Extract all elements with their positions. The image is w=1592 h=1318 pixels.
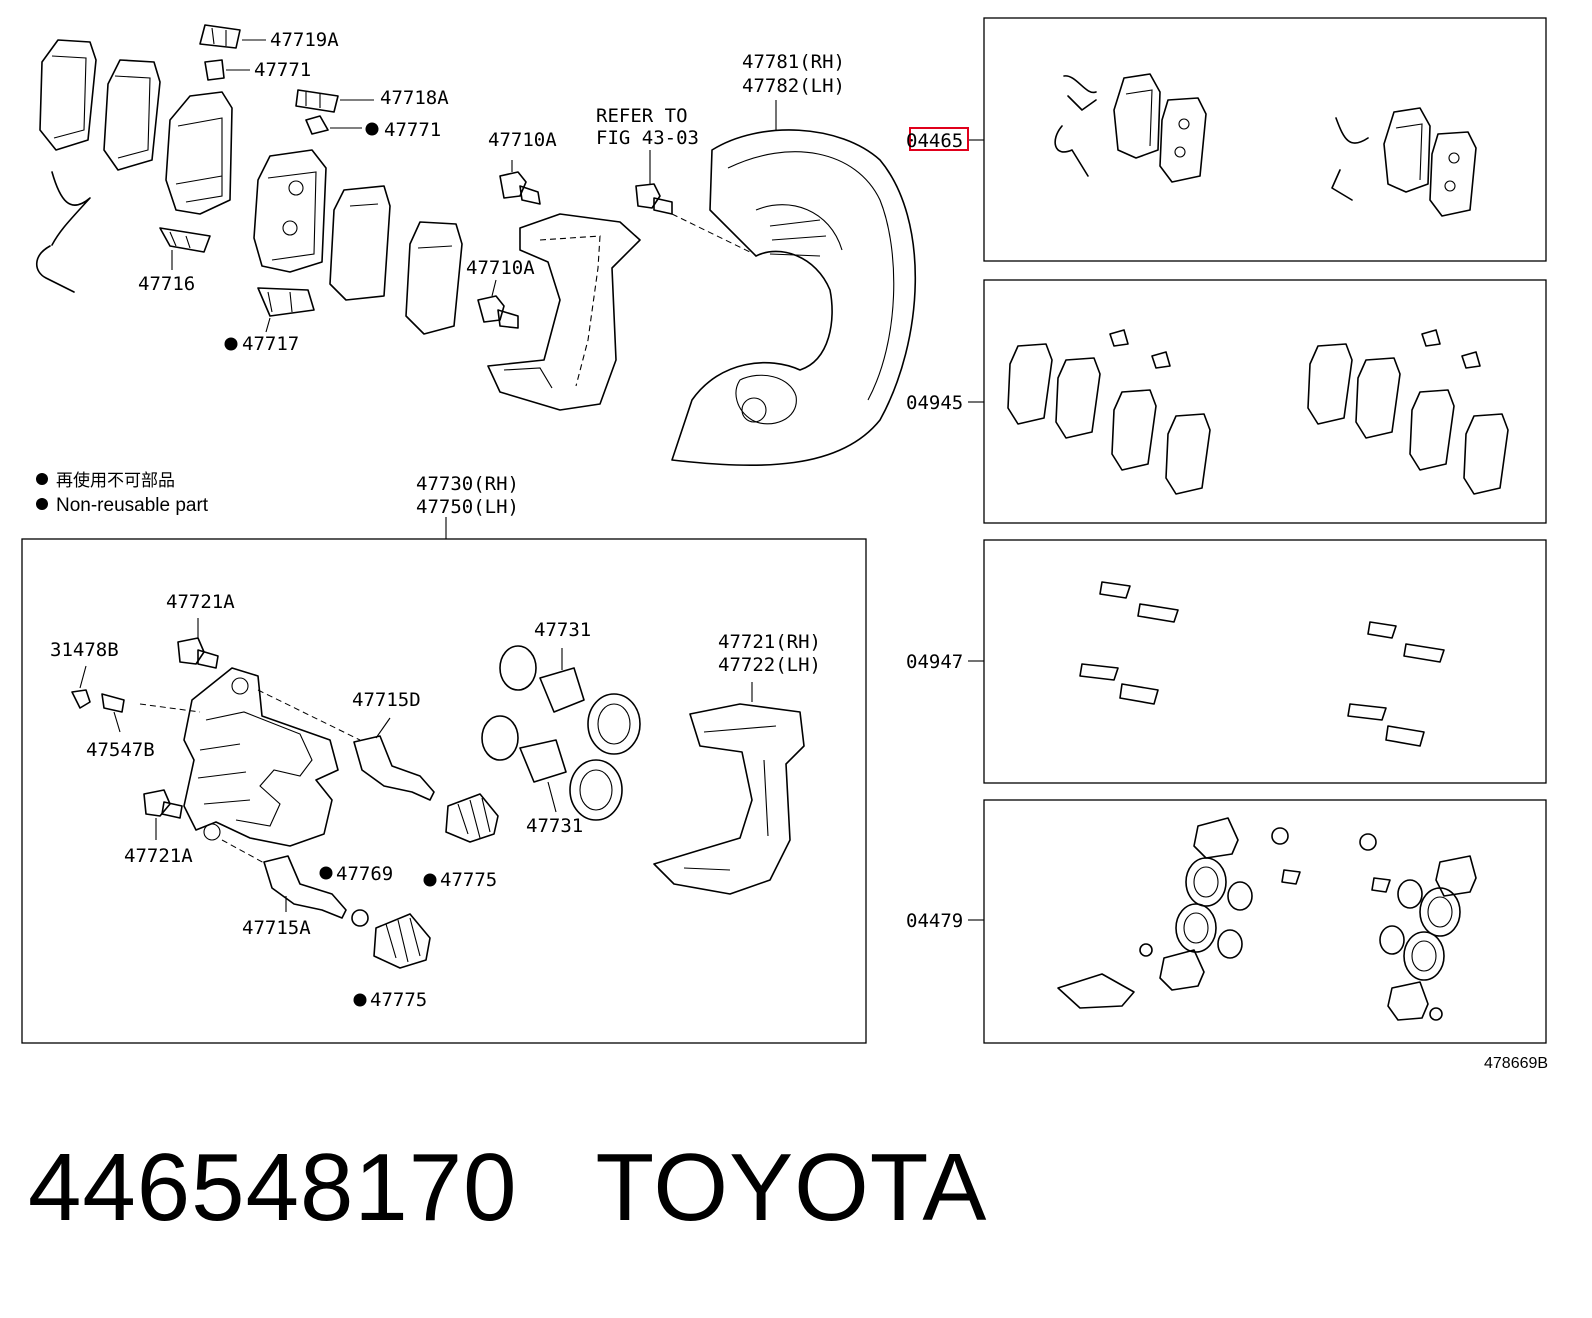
kit-box-04947 (983, 539, 1547, 784)
part-label-47771: 47771 (384, 119, 441, 141)
part-label-47721A: 47721A (124, 845, 193, 867)
non-reusable-dot (224, 337, 238, 351)
legend (36, 473, 48, 510)
caliper-assembly-group (71, 618, 805, 1007)
part-label-47769: 47769 (336, 863, 393, 885)
kit-04947-parts (1079, 581, 1445, 747)
part-label-47781: 47781(RH) (742, 51, 845, 73)
part-label-47722: 47722(LH) (718, 654, 821, 676)
dust-shield-group (671, 100, 917, 467)
part-label-47782: 47782(LH) (742, 75, 845, 97)
part-label-47731: 47731 (526, 815, 583, 837)
part-number: 446548170 (28, 1134, 518, 1241)
refer-line-2: FIG 43-03 (596, 127, 699, 149)
non-reusable-dot (365, 122, 379, 136)
part-label-47716: 47716 (138, 273, 195, 295)
kit-label-04947: 04947 (906, 651, 963, 673)
figure-id: 478669B (1484, 1055, 1548, 1072)
kit-04945-parts (1007, 329, 1509, 495)
kit-label-04465: 04465 (906, 130, 963, 152)
part-label-47710A: 47710A (488, 129, 557, 151)
part-label-47775: 47775 (370, 989, 427, 1011)
kit-04465-parts (1054, 73, 1477, 217)
part-label-47731: 47731 (534, 619, 591, 641)
kit-label-04479: 04479 (906, 910, 963, 932)
kit-box-04945 (983, 279, 1547, 524)
part-label-47715A: 47715A (242, 917, 311, 939)
part-label-47775: 47775 (440, 869, 497, 891)
part-label-47771: 47771 (254, 59, 311, 81)
part-label-47721A: 47721A (166, 591, 235, 613)
refer-line-1: REFER TO (596, 105, 688, 127)
caliper-assembly-box (21, 538, 867, 1044)
part-label-31478B: 31478B (50, 639, 119, 661)
brand-name: TOYOTA (595, 1134, 988, 1241)
part-label-47721: 47721(RH) (718, 631, 821, 653)
kit-04479-parts (1057, 817, 1477, 1021)
part-label-47717: 47717 (242, 333, 299, 355)
part-label-47719A: 47719A (270, 29, 339, 51)
part-label-47718A: 47718A (380, 87, 449, 109)
kit-box-04465 (983, 17, 1547, 262)
pad-shims-group (35, 24, 463, 335)
legend-jp: 再使用不可部品 (56, 470, 175, 491)
part-label-47710A: 47710A (466, 257, 535, 279)
part-label-47715D: 47715D (352, 689, 421, 711)
selected-part-highlight (909, 127, 969, 151)
caliper-bracket-group (477, 150, 751, 411)
part-label-47750: 47750(LH) (416, 496, 519, 518)
part-label-47547B: 47547B (86, 739, 155, 761)
kit-box-04479 (983, 799, 1547, 1044)
legend-en: Non-reusable part (56, 495, 209, 516)
kit-label-04945: 04945 (906, 392, 963, 414)
part-label-47730: 47730(RH) (416, 473, 519, 495)
